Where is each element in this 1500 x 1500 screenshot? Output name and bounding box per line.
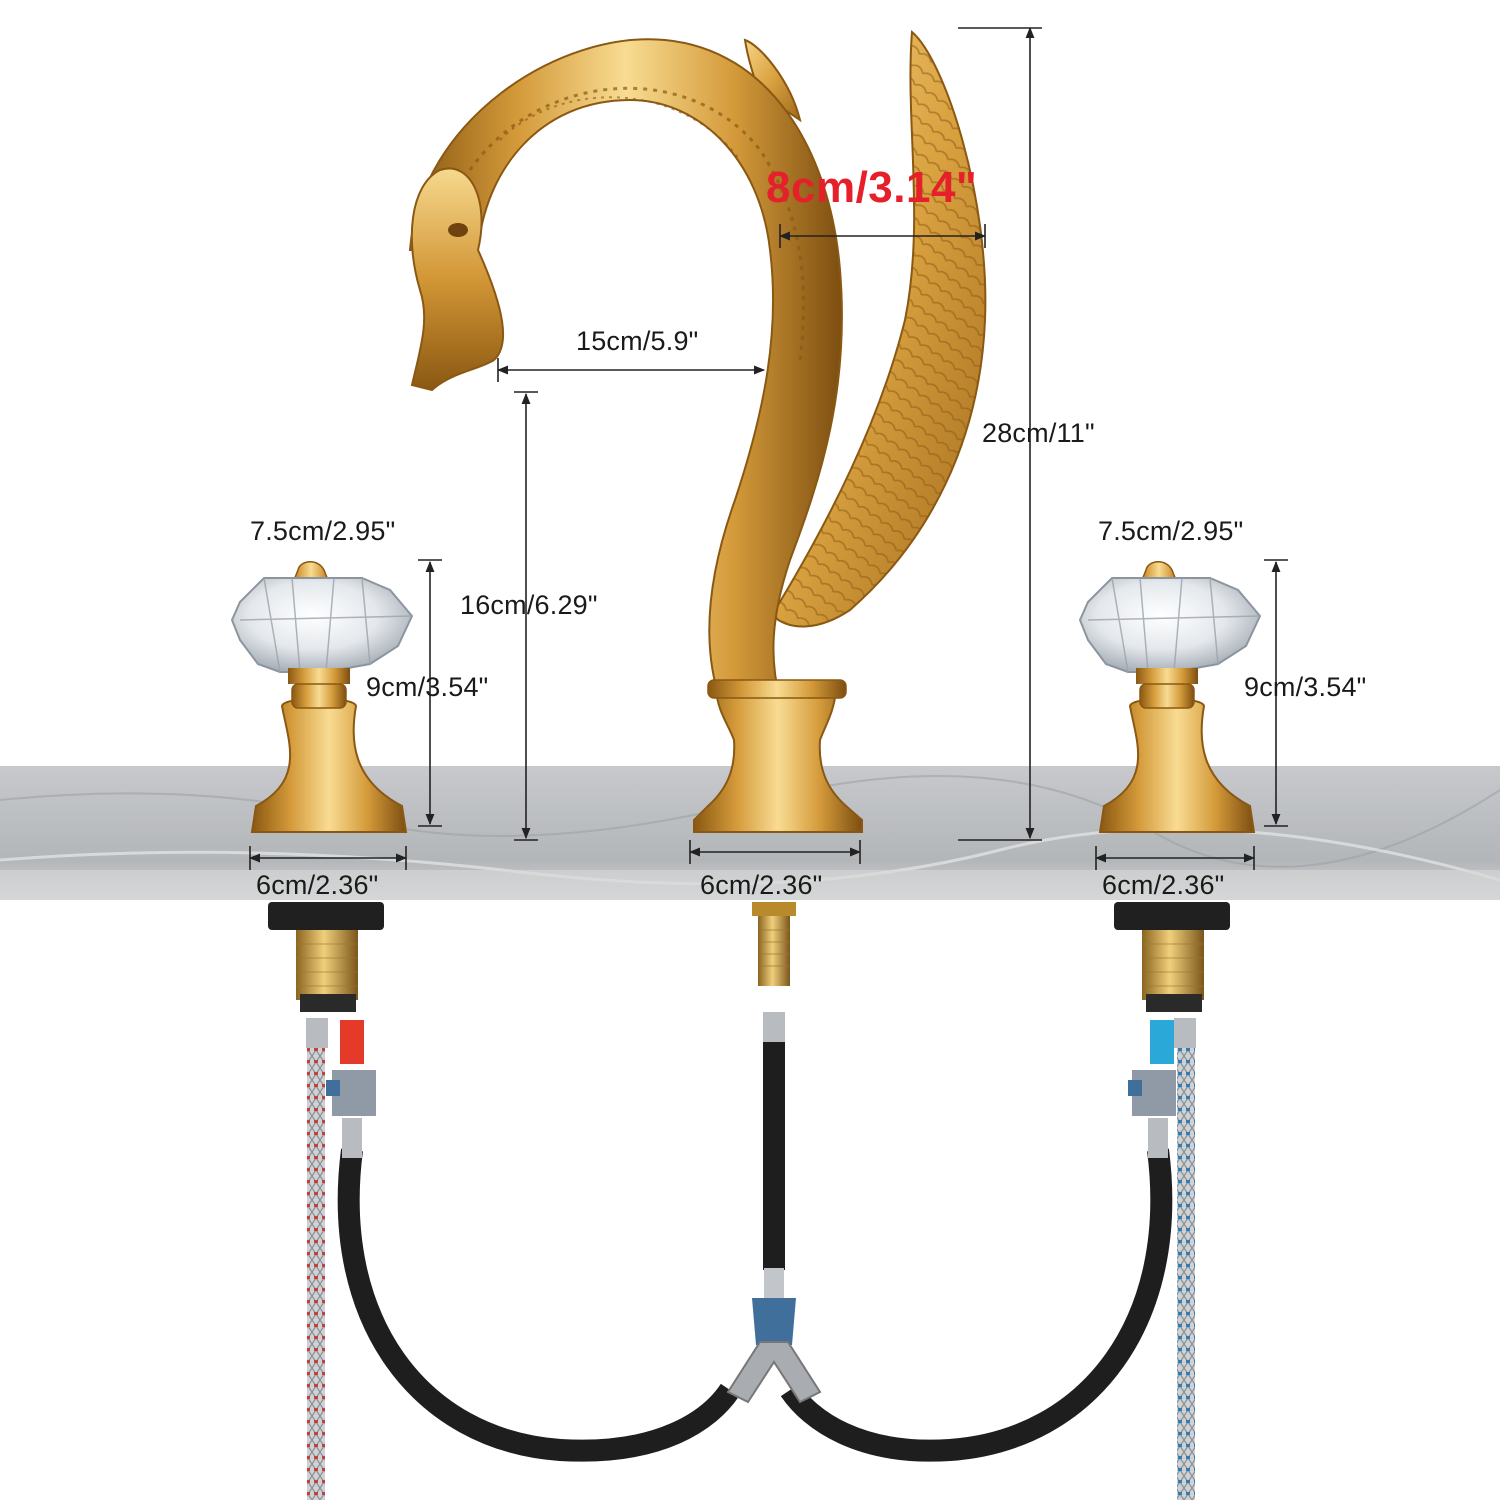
right-handle-base <box>1098 697 1256 833</box>
swan-head <box>410 167 504 392</box>
center-spout-shank <box>752 902 796 986</box>
left-handle-height-label: 9cm/3.54" <box>366 672 489 702</box>
right-crystal-handle-icon <box>1078 561 1262 833</box>
left-valve-fittings <box>306 1018 376 1158</box>
right-handle-width-label: 7.5cm/2.95" <box>1098 516 1244 546</box>
left-handle-base <box>250 697 408 833</box>
dimension-lines <box>248 26 1288 870</box>
left-crystal-handle-icon <box>230 561 414 833</box>
right-handle-height-label: 9cm/3.54" <box>1244 672 1367 702</box>
left-base-diameter-label: 6cm/2.36" <box>256 870 379 900</box>
wing-width-label: 8cm/3.14" <box>766 163 978 212</box>
y-connector-icon <box>726 1298 822 1404</box>
total-height-label: 28cm/11" <box>982 418 1095 448</box>
hose-assembly <box>306 1012 1196 1500</box>
left-mixing-hose <box>337 1148 740 1462</box>
right-base-diameter-label: 6cm/2.36" <box>1102 870 1225 900</box>
left-valve-body <box>268 902 384 1012</box>
center-base-diameter-label: 6cm/2.36" <box>700 870 823 900</box>
right-valve-body <box>1114 902 1230 1012</box>
right-mixing-hose <box>780 1148 1173 1462</box>
left-handle-width-label: 7.5cm/2.95" <box>250 516 396 546</box>
spout-height-label: 16cm/6.29" <box>460 590 598 620</box>
right-valve-fittings <box>1128 1018 1196 1158</box>
spout-base <box>693 689 863 833</box>
swan-spout-icon <box>408 29 987 833</box>
spout-reach-label: 15cm/5.9" <box>576 326 699 356</box>
